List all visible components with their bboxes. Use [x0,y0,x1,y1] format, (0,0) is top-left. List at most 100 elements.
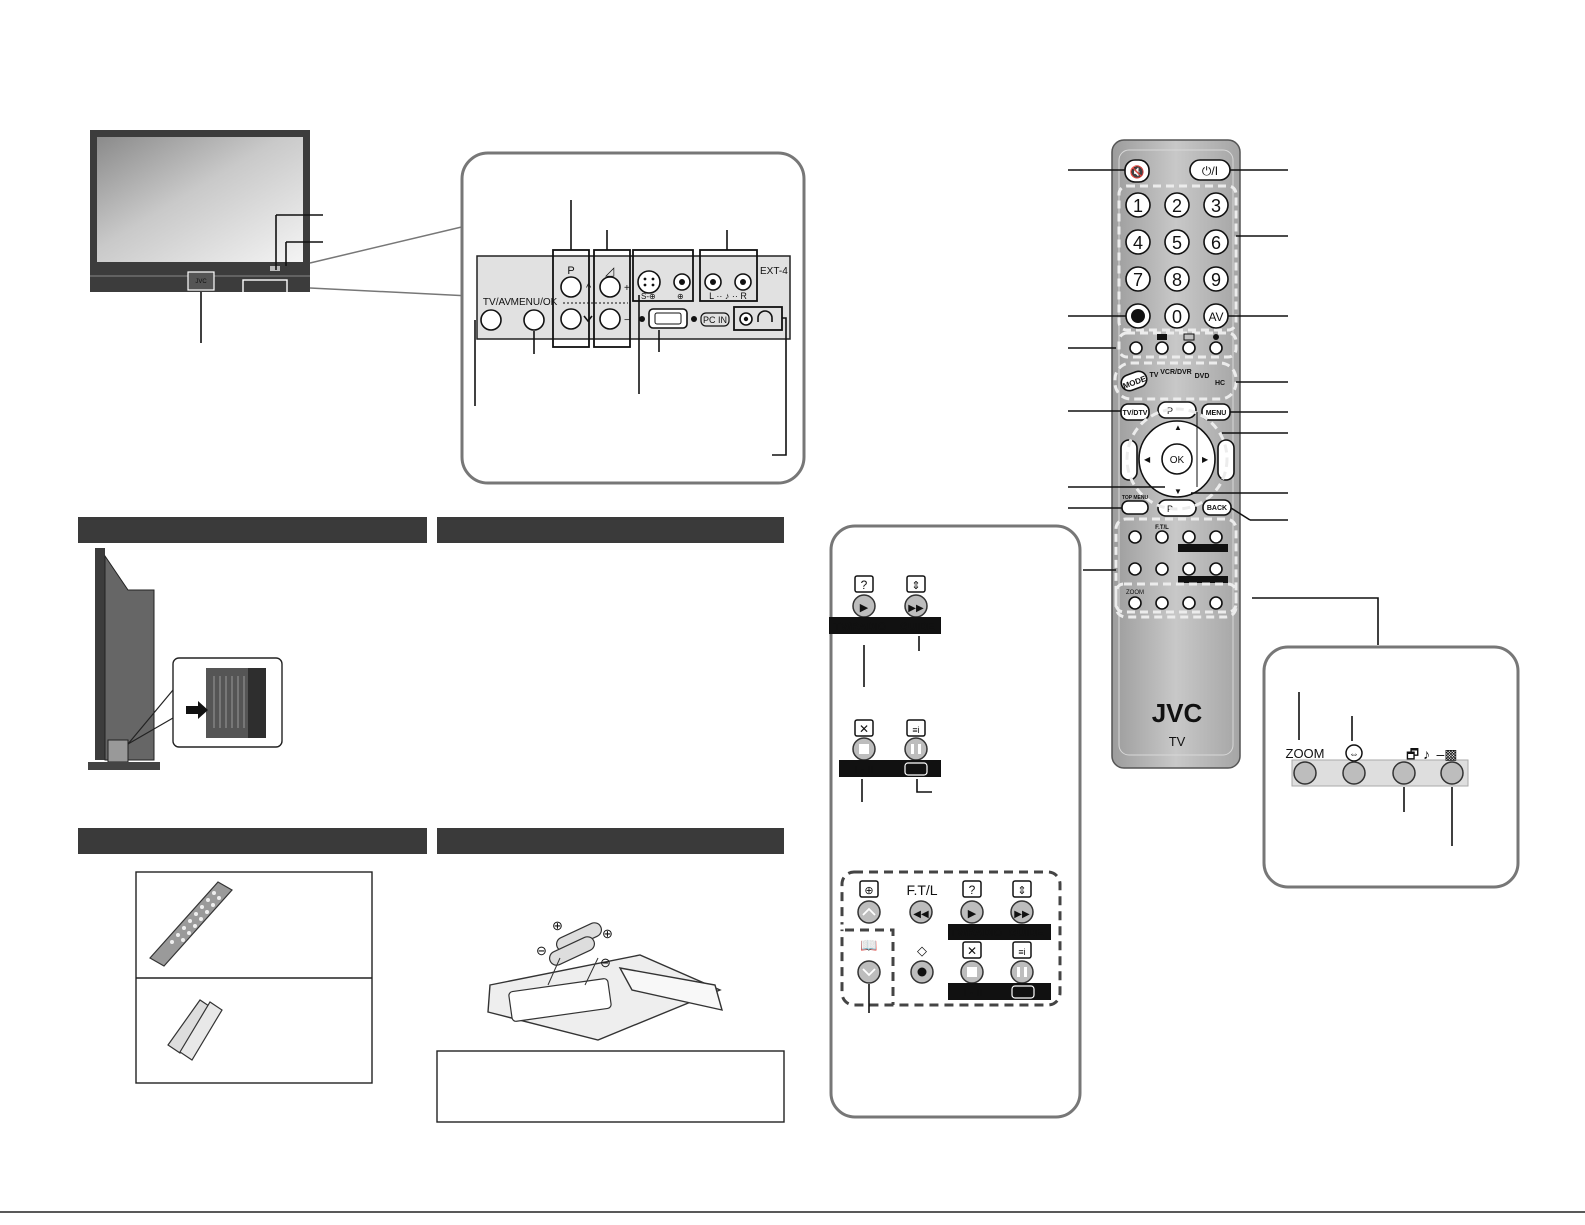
zoom-detail-button[interactable] [1293,761,1317,785]
number-key-0-label: 0 [1172,307,1182,327]
sound-detail-button[interactable] [1392,761,1416,785]
svg-text:⊕: ⊕ [552,918,563,933]
sound-button[interactable] [1182,596,1196,610]
ok-label: OK [1170,455,1185,466]
svg-text:▶: ▶ [968,908,977,920]
ok-button[interactable] [1161,443,1193,475]
svg-text:▶: ▶ [1202,455,1209,464]
back-button[interactable] [1202,499,1232,516]
number-key-7-label: 7 [1133,270,1143,290]
svg-text:✕: ✕ [967,944,977,958]
section-bar-2 [437,517,784,543]
detail-pause-button[interactable] [904,737,928,761]
svg-text:?: ? [861,578,868,592]
detail-dual-label: I - II [855,764,874,776]
number-key-1-label: 1 [1133,196,1143,216]
mute-button[interactable] [1124,159,1150,183]
page-down-button[interactable] [1128,562,1142,576]
page-up-button[interactable] [1128,530,1142,544]
svg-text:+: + [624,283,630,294]
number-key-0[interactable] [1164,303,1190,329]
mode-button[interactable] [1119,369,1149,393]
panel-vol-up-button[interactable] [599,276,621,298]
remote-ftl-label: F.T/L [1155,525,1169,531]
info-icon [1131,309,1145,323]
group-page-up-button[interactable] [857,900,881,924]
group-page-down-button[interactable] [857,960,881,984]
aspect-detail-button[interactable] [1342,761,1366,785]
number-key-5-label: 5 [1172,233,1182,253]
remote-tv-radio-label: TV/RADIO [1180,546,1202,551]
zoom-button[interactable] [1128,596,1142,610]
remote-callouts [1068,169,1379,645]
number-key-1[interactable] [1125,192,1151,218]
picture-icon: –▩ [1436,746,1457,762]
aspect-button[interactable] [1155,596,1169,610]
svg-text:^: ^ [586,282,592,294]
panel-menu-ok-button[interactable] [523,309,545,331]
panel-vol-down-button[interactable] [599,308,621,330]
number-key-2-label: 2 [1172,196,1182,216]
red-button[interactable] [1129,341,1143,355]
play-button[interactable] [1182,530,1196,544]
panel-lr-label: L ·· ♪ ·· R [709,291,747,301]
fast-forward-button[interactable] [1209,530,1223,544]
zoom-detail-label: ZOOM [1286,746,1325,761]
number-key-6[interactable] [1203,229,1229,255]
rewind-button[interactable] [1155,530,1169,544]
section-bar-1 [78,517,427,543]
tv-dtv-button[interactable] [1120,403,1150,421]
svg-text:▶: ▶ [860,602,869,614]
number-key-4-label: 4 [1133,233,1143,253]
number-key-9[interactable] [1203,266,1229,292]
front-panel-closeup: P ^ ◿ + − S-⊕ ⊕ L ·· ♪ ·· R EXT-4 PC IN [460,151,806,485]
svg-text:⊖: ⊖ [600,955,611,970]
battery-icon [167,999,223,1061]
number-key-8[interactable] [1164,266,1190,292]
tv-dtv-label: TV/DTV [1123,410,1148,417]
number-key-2[interactable] [1164,192,1190,218]
svg-text:▼: ▼ [1174,487,1182,496]
record-button[interactable] [1155,562,1169,576]
svg-text:▶▶: ▶▶ [1014,909,1030,920]
tv-side-view [88,548,283,770]
group-play-button[interactable] [960,900,984,924]
remote-guide-label: GUIDE [1211,546,1225,551]
green-button[interactable] [1155,341,1169,355]
group-ff-button[interactable] [1010,900,1034,924]
panel-p-down-button[interactable] [560,308,582,330]
picture-detail-button[interactable] [1440,761,1464,785]
menu-label: MENU [1206,410,1227,417]
svg-text:▲: ▲ [1174,423,1182,432]
number-key-3[interactable] [1203,192,1229,218]
volume-down-button[interactable] [1120,439,1138,481]
group-subtitle-label: .... [1019,988,1028,997]
group-pause-button[interactable] [1010,960,1034,984]
pause-button[interactable] [1209,562,1223,576]
yellow-button[interactable] [1182,341,1196,355]
panel-p-label: P [567,265,574,277]
stop-button[interactable] [1182,562,1196,576]
picture-button[interactable] [1209,596,1223,610]
panel-p-up-button[interactable] [560,276,582,298]
svg-text:⇕: ⇕ [911,580,920,592]
top-menu-button[interactable] [1121,500,1149,515]
number-key-5[interactable] [1164,229,1190,255]
panel-tvav-button[interactable] [480,309,502,331]
power-icon: ⏻/I [1202,164,1218,178]
tv-control-box [242,279,288,294]
svg-text:≡i: ≡i [912,725,919,735]
remote-zoom-label: ZOOM [1126,590,1144,596]
headphone-icon [757,310,773,322]
group-rewind-button[interactable] [909,900,933,924]
panel-tvav-label: TV/AV [483,297,511,308]
number-key-9-label: 9 [1211,270,1221,290]
volume-icon: ◿ [605,264,615,278]
blue-button[interactable] [1209,341,1223,355]
accessories-box [135,871,373,1084]
number-key-7[interactable] [1125,266,1151,292]
vga-port-icon[interactable] [648,308,688,329]
number-key-4[interactable] [1125,229,1151,255]
svg-text:−: − [624,315,630,326]
